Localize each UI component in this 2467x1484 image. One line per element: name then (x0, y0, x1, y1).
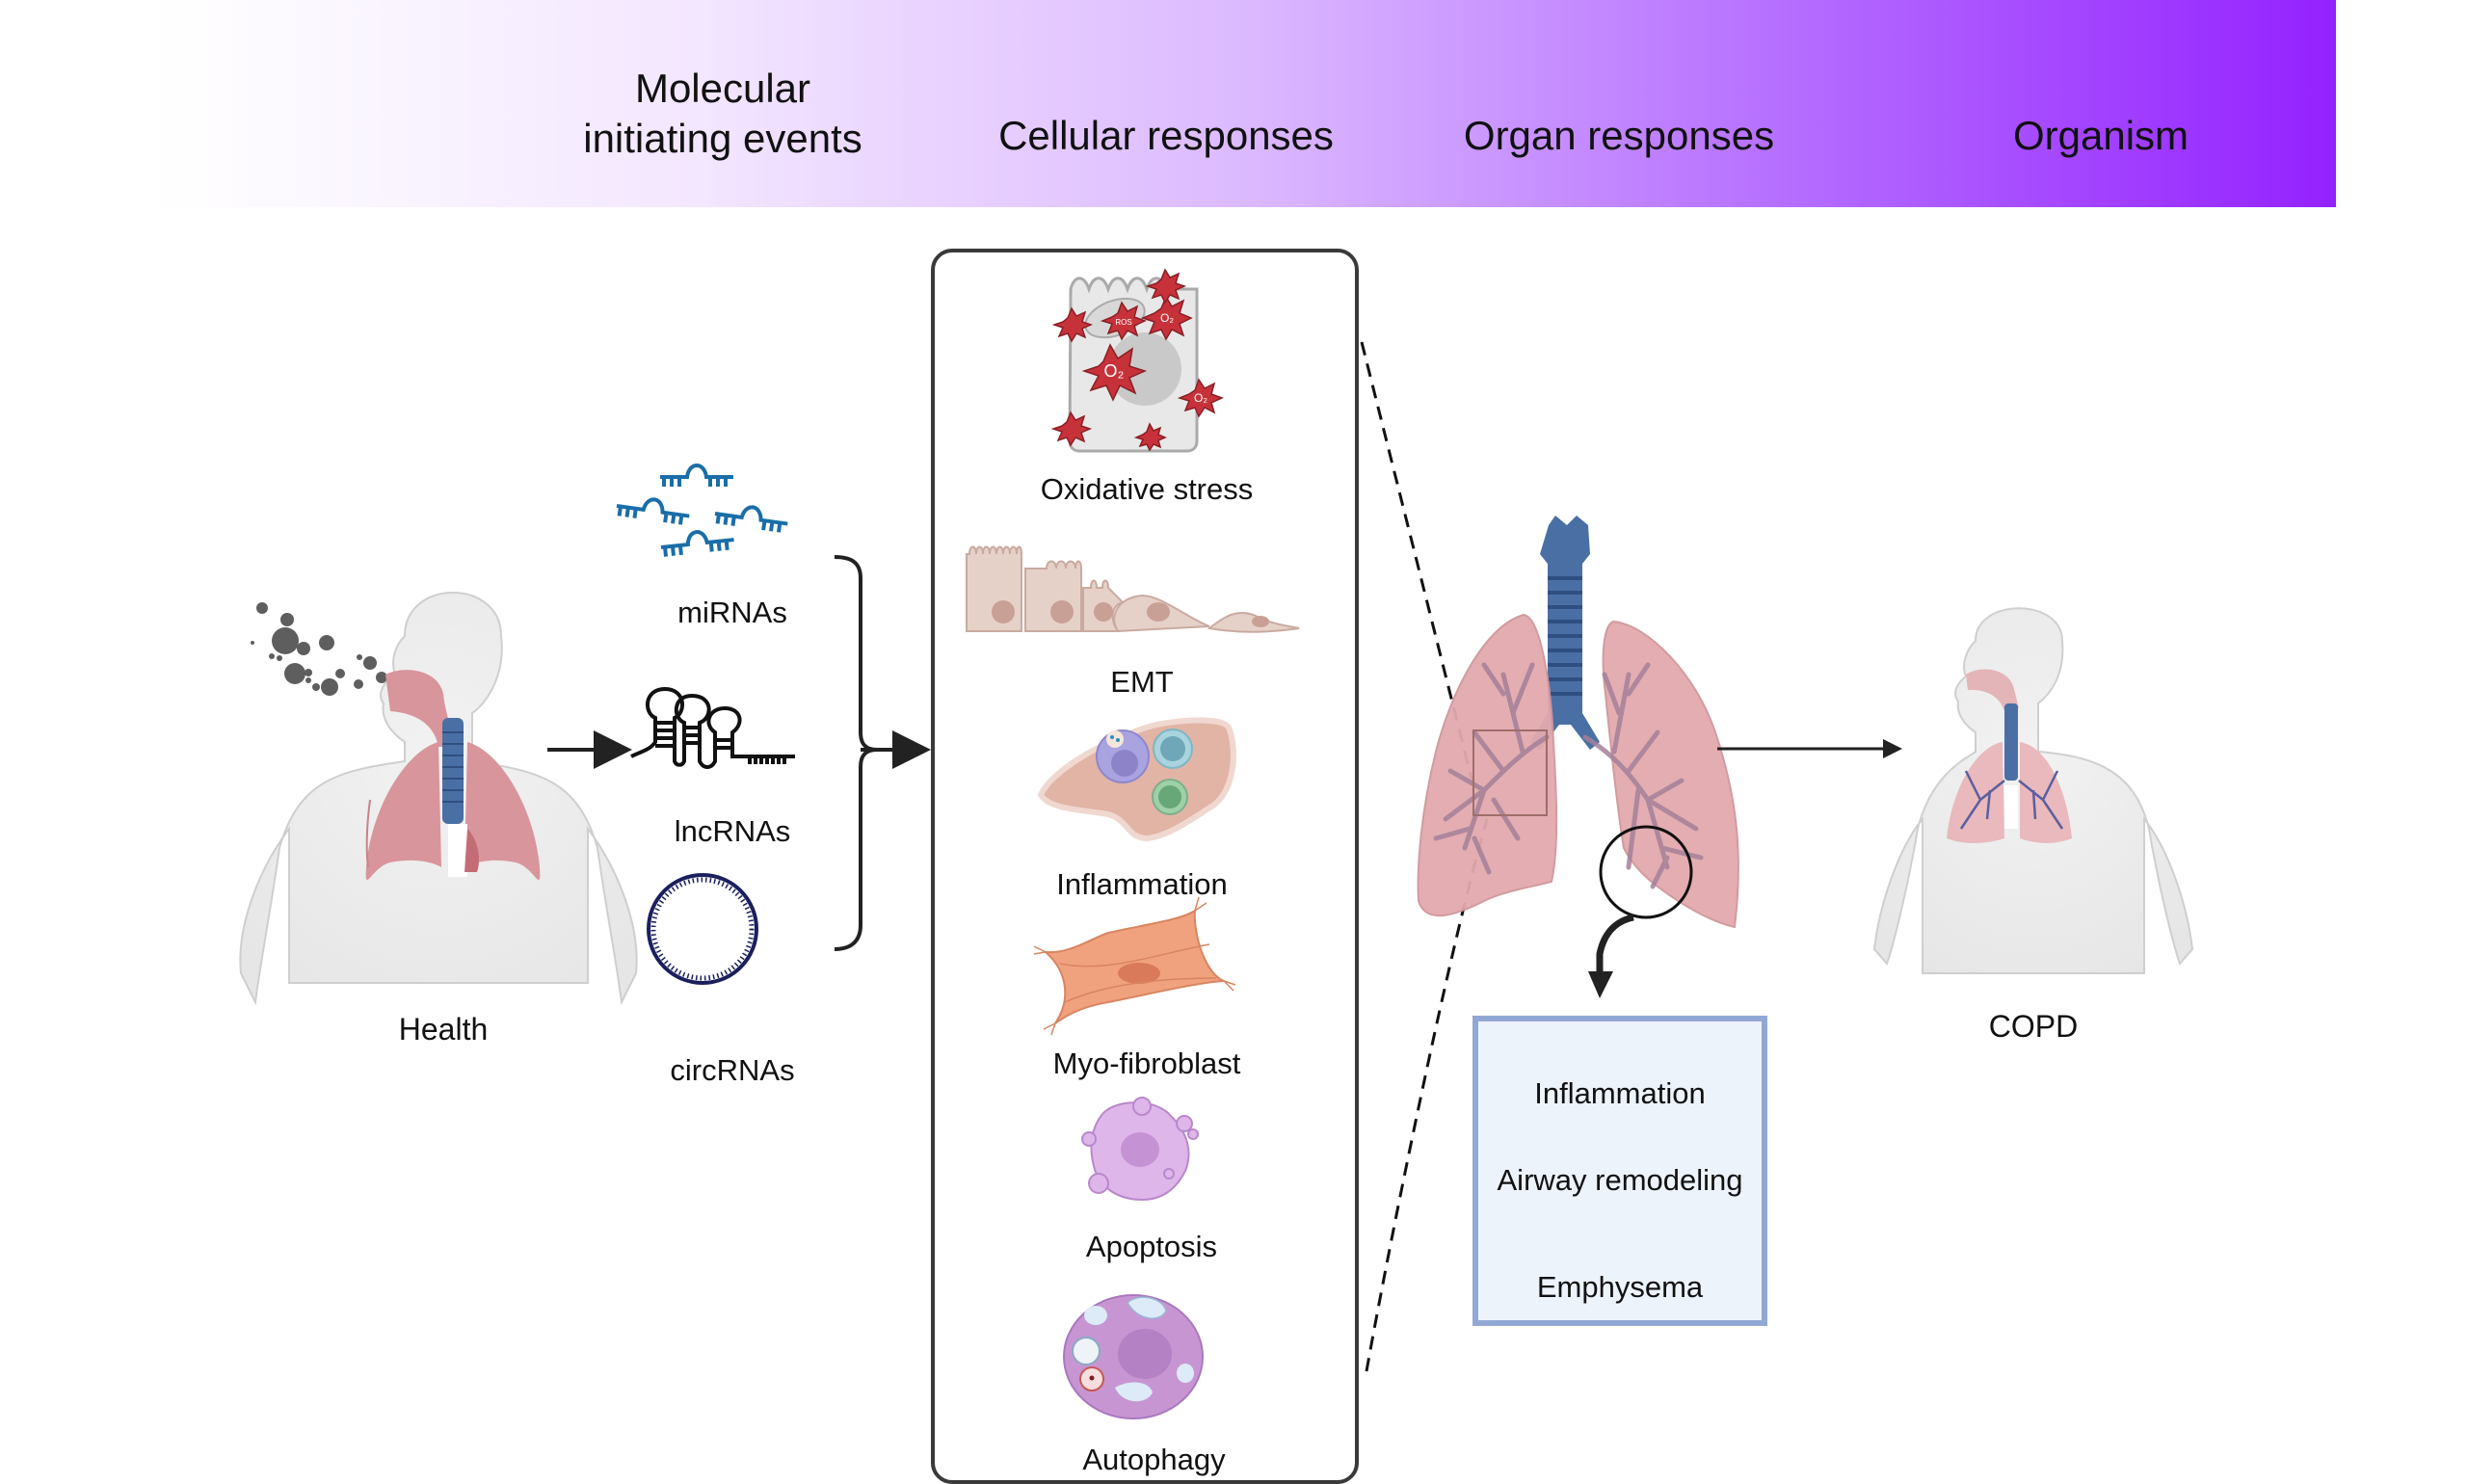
lncrna-label: lncRNAs (674, 814, 791, 848)
inflammation-icon (1037, 717, 1236, 842)
ros-label: ROS (1115, 318, 1131, 327)
health-label: Health (398, 1012, 489, 1047)
ncrna-brace (834, 555, 878, 951)
cellular-response-label-emt: EMT (1110, 665, 1174, 699)
oxidative-stress-icon: O₂ O₂ O₂ ROS (1050, 268, 1224, 453)
lncrna-icon (630, 686, 795, 769)
circrna-label: circRNAs (670, 1053, 795, 1087)
organ-outcome-emphysema: Emphysema (1536, 1270, 1704, 1304)
lungs-organ-icon (1417, 516, 1739, 929)
stage-organ-responses: Organ responses (1463, 113, 1775, 158)
cellular-response-label-apoptosis: Apoptosis (1085, 1230, 1218, 1263)
ros-bursts (1050, 268, 1224, 452)
stage-banner (154, 0, 2336, 207)
cellular-response-label-oxidative-stress: Oxidative stress (1040, 472, 1254, 506)
organ-outcome-inflammation: Inflammation (1534, 1076, 1706, 1110)
copd-human-figure (1872, 607, 2194, 974)
stage-organism: Organism (2012, 113, 2189, 158)
emt-icon (966, 545, 1300, 633)
cellular-response-label-inflammation: Inflammation (1056, 867, 1228, 901)
myofibroblast-icon (1033, 896, 1236, 1036)
organ-outcome-airway-remodeling: Airway remodeling (1497, 1163, 1743, 1197)
stage-molecular-line2: initiating events (583, 116, 862, 161)
mirna-label: miRNAs (677, 596, 787, 629)
autophagy-icon (1063, 1294, 1204, 1419)
copd-label: COPD (1988, 1009, 2079, 1044)
inhaled-particles-icon (251, 602, 387, 696)
lung-zoom-square (1472, 729, 1548, 816)
arrow-lung-to-outcomes (1596, 914, 1634, 973)
cellular-responses-panel (931, 249, 1359, 1484)
cellular-response-label-myofibroblast: Myo-fibroblast (1052, 1047, 1241, 1080)
circrna-icon (647, 873, 758, 985)
organ-outcomes-box: Inflammation Airway remodeling Emphysema (1472, 1016, 1767, 1326)
mirna-icon (616, 464, 788, 557)
arrow-organ-to-organism-head (1883, 739, 1902, 758)
stage-molecular-initiating-events: Molecular initiating events (540, 64, 906, 164)
cellular-response-label-autophagy: Autophagy (1082, 1443, 1226, 1476)
ros-label: O₂ (1104, 361, 1125, 381)
arrow-lung-to-outcomes-head (1588, 971, 1613, 998)
ros-label: O₂ (1194, 391, 1207, 405)
apoptosis-icon (1081, 1097, 1199, 1202)
stage-molecular-line1: Molecular (634, 66, 811, 111)
stage-cellular-responses: Cellular responses (998, 113, 1334, 158)
ros-label: O₂ (1160, 311, 1174, 325)
lung-zoom-circle (1599, 825, 1693, 919)
health-human-figure (239, 592, 638, 1006)
